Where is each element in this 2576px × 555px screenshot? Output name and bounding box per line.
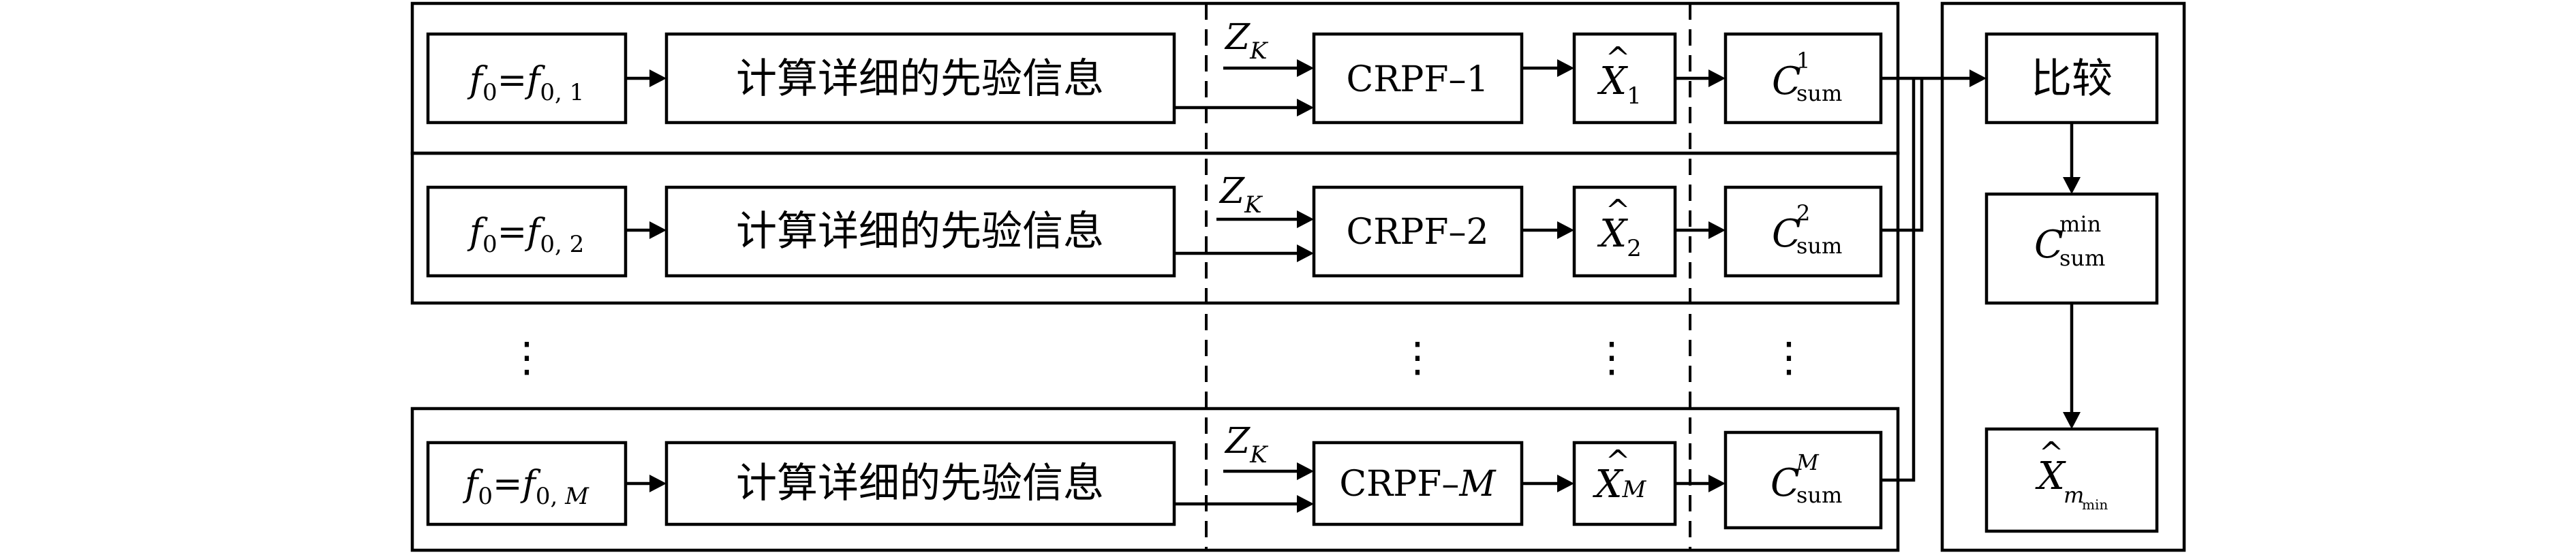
csum-box-1 bbox=[1723, 32, 1883, 125]
xhat-label-1: X1 bbox=[1597, 59, 1642, 110]
arrowhead-crpf-to-xhat-1 bbox=[1557, 59, 1574, 77]
xres-sub: m bbox=[2064, 482, 2084, 508]
csum-box-m bbox=[1723, 430, 1883, 530]
cmin-main: C bbox=[2034, 223, 2064, 267]
compare-label: 比较 bbox=[2031, 55, 2113, 103]
cmin-sup: min bbox=[2059, 211, 2101, 237]
zk-label-m: ZK bbox=[1224, 421, 1269, 469]
f0-box-2 bbox=[426, 185, 628, 278]
xres-subsub: min bbox=[2082, 496, 2108, 513]
arrowhead-f0-to-prior-2 bbox=[649, 221, 666, 239]
csum-box-2 bbox=[1723, 185, 1883, 278]
crpf-box-2 bbox=[1312, 185, 1524, 278]
cmin-sub: sum bbox=[2059, 245, 2105, 271]
compare-column: 比较 C min sum X ^ m min bbox=[1984, 32, 2159, 533]
prior-info-box-1 bbox=[664, 32, 1176, 125]
f0-box-1 bbox=[426, 32, 628, 125]
crpf-box-m bbox=[1312, 441, 1524, 526]
arrowhead-xhat-to-csum-2 bbox=[1708, 221, 1726, 239]
prior-info-box-2 bbox=[664, 185, 1176, 278]
csum-sub-2: sum bbox=[1796, 233, 1842, 259]
arrowhead-prior-to-crpf-2 bbox=[1297, 244, 1314, 262]
ellipsis-col-crpf: ⋮ bbox=[1397, 334, 1438, 381]
xhat-label-m: XM bbox=[1593, 462, 1647, 507]
wire-csum-m-to-bus bbox=[1881, 78, 1916, 482]
f0-box-m bbox=[426, 441, 628, 526]
xres-box bbox=[1984, 427, 2159, 533]
connectors bbox=[626, 59, 2081, 513]
arrowhead-crpf-to-xhat-m bbox=[1557, 475, 1574, 492]
ellipsis-col-1: ⋮ bbox=[506, 334, 547, 381]
xhat-box-1 bbox=[1572, 32, 1677, 125]
zk-label-1: ZK bbox=[1224, 17, 1269, 65]
csum-sub-m: sum bbox=[1796, 482, 1842, 508]
prior-info-box-m bbox=[664, 441, 1176, 526]
prior-info-label-m: 计算详细的先验信息 bbox=[736, 460, 1104, 507]
row-panel-2 bbox=[410, 151, 1900, 305]
arrowhead-xhat-to-csum-1 bbox=[1708, 69, 1726, 87]
csum-main-m: C bbox=[1770, 461, 1800, 505]
csum-main-2: C bbox=[1772, 212, 1801, 256]
arrowhead-prior-to-crpf-1 bbox=[1297, 99, 1314, 116]
zk-label-2: ZK bbox=[1218, 171, 1263, 219]
crpf-box-1 bbox=[1312, 32, 1524, 125]
xhat-caret-m: ^ bbox=[1606, 444, 1631, 479]
arrowhead-zk-to-crpf-m bbox=[1297, 462, 1314, 480]
arrowhead-crpf-to-xhat-2 bbox=[1557, 221, 1574, 239]
csum-main-1: C bbox=[1772, 59, 1801, 104]
wire-csum-2-to-bus bbox=[1881, 78, 1924, 232]
arrowhead-cmin-to-xres bbox=[2063, 412, 2081, 429]
ellipsis-col-csum: ⋮ bbox=[1768, 334, 1809, 381]
arrowhead-into-compare bbox=[1969, 69, 1987, 87]
arrowhead-zk-to-crpf-2 bbox=[1297, 210, 1314, 228]
arrowhead-xhat-to-csum-m bbox=[1708, 475, 1726, 492]
csum-sup-2: 2 bbox=[1796, 200, 1810, 226]
xhat-caret-1: ^ bbox=[1606, 41, 1631, 76]
prior-info-label-1: 计算详细的先验信息 bbox=[736, 55, 1104, 103]
crpf-label-1: CRPF–1 bbox=[1346, 59, 1488, 100]
xres-main: X bbox=[2035, 454, 2066, 498]
csum-sub-1: sum bbox=[1796, 80, 1842, 106]
crpf-label-2: CRPF–2 bbox=[1346, 212, 1488, 253]
compare-panel bbox=[1940, 1, 2186, 552]
xhat-box-2 bbox=[1572, 185, 1677, 278]
arrowhead-f0-to-prior-m bbox=[649, 475, 666, 492]
ellipsis-col-xhat: ⋮ bbox=[1591, 334, 1632, 381]
prior-info-label-2: 计算详细的先验信息 bbox=[736, 208, 1104, 255]
row-m: f0=f0, M 计算详细的先验信息 ZK CRPF–M XM ^ C M su… bbox=[426, 421, 1883, 530]
f0-label-2: f0=f0, 2 bbox=[467, 212, 585, 258]
csum-sup-1: 1 bbox=[1796, 48, 1810, 74]
f0-label-m: f0=f0, M bbox=[462, 464, 589, 510]
arrowhead-zk-to-crpf-1 bbox=[1297, 59, 1314, 77]
row-2: f0=f0, 2 计算详细的先验信息 ZK CRPF–2 X2 ^ C 2 su… bbox=[426, 171, 1883, 278]
arrowhead-f0-to-prior-1 bbox=[649, 69, 666, 87]
ellipsis-row: ⋮ ⋮ ⋮ ⋮ bbox=[506, 334, 1809, 381]
crpf-label-m: CRPF–M bbox=[1339, 464, 1497, 505]
xhat-label-2: X2 bbox=[1597, 212, 1642, 262]
csum-sup-italic-m: M bbox=[1796, 449, 1820, 475]
arrowhead-compare-to-cmin bbox=[2063, 177, 2081, 194]
row-1: f0=f0, 1 计算详细的先验信息 ZK CRPF–1 X1 ^ C 1 su… bbox=[426, 17, 1883, 125]
arrowhead-prior-to-crpf-m bbox=[1297, 495, 1314, 513]
xhat-caret-2: ^ bbox=[1606, 193, 1631, 228]
xres-caret: ^ bbox=[2039, 436, 2064, 471]
xhat-box-m bbox=[1572, 441, 1677, 526]
